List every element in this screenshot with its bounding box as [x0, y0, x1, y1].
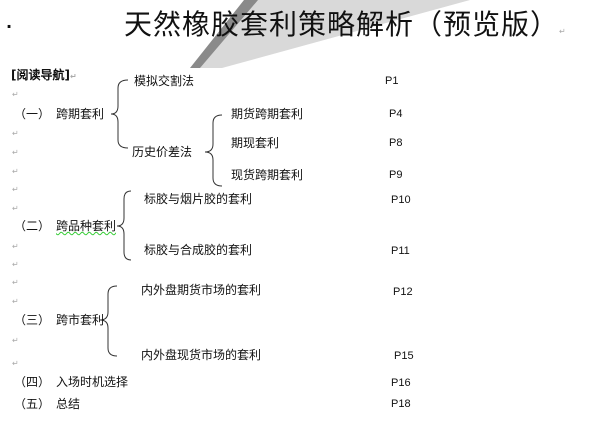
return-mark: ↵ — [559, 27, 567, 36]
section-3-number: （三） — [14, 313, 51, 327]
title-text: 天然橡胶套利策略解析（预览版） — [124, 8, 560, 41]
return-mark: ↵ — [12, 336, 19, 345]
item-domestic-foreign-futures[interactable]: 内外盘期货市场的套利 — [141, 283, 262, 297]
return-mark: ↵ — [12, 242, 19, 251]
return-mark: ↵ — [12, 129, 19, 138]
page-ref[interactable]: P10 — [391, 194, 411, 206]
bullet-marker: · — [6, 17, 13, 36]
brace-4 — [99, 285, 118, 357]
item-spot-calendar[interactable]: 现货跨期套利 — [231, 168, 304, 182]
return-mark: ↵ — [12, 297, 19, 306]
item-tsr-synthetic[interactable]: 标胶与合成胶的套利 — [144, 243, 253, 257]
gray-wedge-shape — [200, 0, 470, 68]
nav-heading-text: [阅读导航] — [11, 68, 70, 82]
item-cash-futures[interactable]: 期现套利 — [231, 136, 280, 150]
brace-3 — [116, 190, 132, 261]
section-5-label[interactable]: 总结 — [56, 397, 81, 411]
page-ref[interactable]: P8 — [389, 137, 403, 149]
item-domestic-foreign-spot[interactable]: 内外盘现货市场的套利 — [141, 348, 262, 362]
return-mark: ↵ — [12, 90, 19, 99]
return-mark: ↵ — [12, 167, 19, 176]
return-mark: ↵ — [12, 260, 19, 269]
dark-wedge-stripe — [190, 0, 258, 68]
return-mark: ↵ — [12, 278, 19, 287]
section-1-label[interactable]: 跨期套利 — [56, 107, 105, 121]
section-5-number: （五） — [14, 397, 51, 411]
page-ref[interactable]: P18 — [391, 398, 411, 410]
page-ref[interactable]: P9 — [389, 169, 403, 181]
section-2-number: （二） — [14, 219, 51, 233]
section-4-number: （四） — [14, 375, 51, 389]
section-1-number: （一） — [14, 107, 51, 121]
item-mock-delivery[interactable]: 模拟交割法 — [134, 74, 195, 88]
return-mark: ↵ — [12, 185, 19, 194]
page-title: 天然橡胶套利策略解析（预览版）↵ — [124, 8, 567, 49]
return-mark: ↵ — [12, 359, 19, 368]
page-ref[interactable]: P4 — [389, 108, 403, 120]
page-ref[interactable]: P12 — [393, 286, 413, 298]
page-ref[interactable]: P15 — [394, 350, 414, 362]
nav-heading: [阅读导航]↵ — [11, 68, 77, 84]
page-ref[interactable]: P16 — [391, 377, 411, 389]
brace-2 — [204, 114, 223, 187]
brace-1 — [110, 79, 129, 149]
return-mark: ↵ — [12, 204, 19, 213]
section-4-label[interactable]: 入场时机选择 — [56, 375, 129, 389]
item-futures-calendar[interactable]: 期货跨期套利 — [231, 107, 304, 121]
page-ref[interactable]: P1 — [385, 75, 399, 87]
return-mark: ↵ — [69, 72, 77, 81]
section-2-label[interactable]: 跨品种套利 — [56, 219, 117, 233]
return-mark: ↵ — [12, 148, 19, 157]
page-ref[interactable]: P11 — [391, 245, 410, 257]
item-tsr-rss[interactable]: 标胶与烟片胶的套利 — [144, 192, 253, 206]
item-historical-spread[interactable]: 历史价差法 — [132, 145, 193, 159]
section-3-label[interactable]: 跨市套利 — [56, 313, 105, 327]
